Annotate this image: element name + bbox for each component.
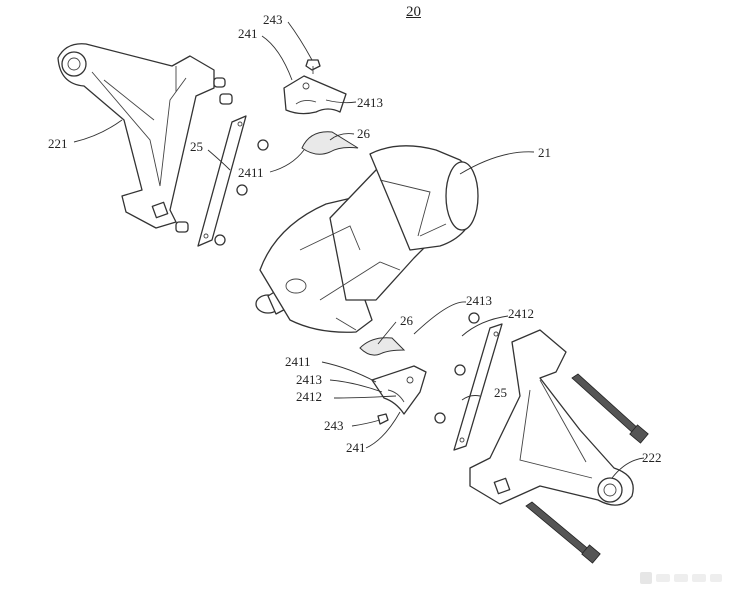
bolts-right-small: [434, 312, 480, 424]
bolts-left-small: [214, 139, 269, 246]
label-2413-bottom: 2413: [296, 372, 322, 387]
left-plate-25: [197, 115, 247, 247]
label-26-top: 26: [357, 126, 370, 141]
label-2411-top: 2411: [238, 165, 264, 180]
spacer-sleeves-left: [175, 77, 233, 233]
lower-bearing-cap-241: [371, 365, 427, 415]
long-bolt-lower: [525, 501, 601, 564]
label-25-left: 25: [190, 139, 203, 154]
left-bracket-221: [57, 43, 215, 229]
label-21: 21: [538, 145, 551, 160]
label-26-bottom: 26: [400, 313, 413, 328]
label-243-bottom: 243: [324, 418, 344, 433]
figure-number: 20: [406, 4, 421, 20]
label-2412-right: 2412: [508, 306, 534, 321]
leader-lines: [73, 21, 645, 479]
right-plate-25: [453, 323, 503, 451]
label-2413-mid: 2413: [466, 293, 492, 308]
label-2413-top: 2413: [357, 95, 383, 110]
crankshaft-21: [255, 145, 479, 333]
label-243-top: 243: [263, 12, 283, 27]
lower-bearing-shell-26: [359, 337, 406, 356]
label-25-right: 25: [494, 385, 507, 400]
label-2412-bottom: 2412: [296, 389, 322, 404]
label-241-top: 241: [238, 26, 258, 41]
right-bracket-222: [469, 329, 634, 506]
lower-cap-screw-243: [377, 413, 389, 425]
upper-bearing-cap-241: [283, 75, 347, 115]
label-222: 222: [642, 450, 662, 465]
label-221: 221: [48, 136, 68, 151]
upper-cap-screw-243: [305, 59, 321, 74]
label-2411-bottom: 2411: [285, 354, 311, 369]
long-bolt-upper: [571, 373, 649, 444]
upper-bearing-shell-26: [301, 131, 359, 155]
watermark-logo: [640, 572, 722, 584]
label-241-bottom: 241: [346, 440, 366, 455]
